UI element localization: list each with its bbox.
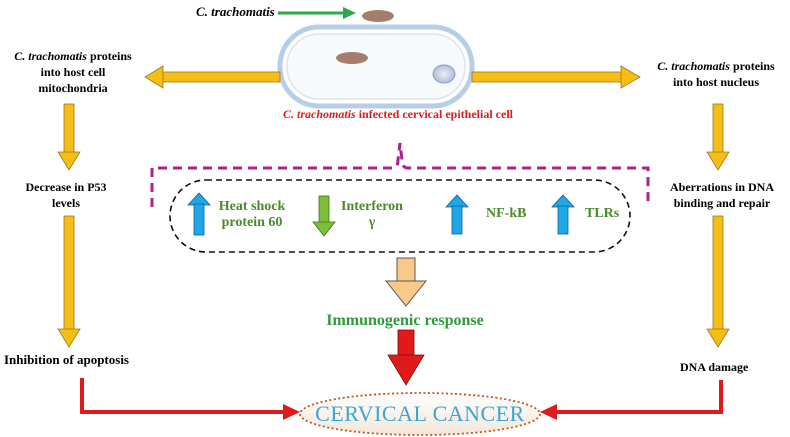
cervical-cancer-label: CERVICAL CANCER <box>315 401 525 426</box>
arrow-to-immunogenic-response <box>384 257 428 307</box>
nfkb-label: NF-kB <box>486 206 527 221</box>
arrow-immunogenic-to-cancer <box>387 329 425 386</box>
arrow-aberration-to-dna-damage <box>706 215 730 348</box>
arrow-to-nucleus <box>471 65 641 89</box>
arrow-dna-damage-to-cancer <box>540 380 723 420</box>
arrow-mito-to-p53 <box>57 103 81 171</box>
bacterium-inside <box>336 52 368 64</box>
interferon-label: Interferon γ <box>341 199 403 230</box>
immunogenic-response-label: Immunogenic response <box>326 312 484 329</box>
ct-entry-label: C. trachomatis <box>196 4 275 19</box>
infected-cell-label: C. trachomatis infected cervical epithel… <box>283 107 513 121</box>
up-arrow-icon-tlrs <box>551 194 575 235</box>
up-arrow-icon-hsp <box>187 192 211 236</box>
arrow-p53-to-apoptosis <box>57 215 81 348</box>
arrow-nucleus-to-aberration <box>706 103 730 171</box>
down-arrow-icon-ifn <box>312 195 336 237</box>
dna-aberration-label: Aberrations in DNA binding and repair <box>670 180 774 210</box>
mitochondria-label: C. trachomatis proteins into host cell m… <box>14 49 132 95</box>
arrow-to-mitochondria <box>144 65 281 89</box>
arrow-apoptosis-to-cancer <box>80 378 300 420</box>
infected-cell <box>277 24 475 109</box>
bacterium-outside <box>362 10 394 22</box>
entry-arrow <box>278 7 356 19</box>
dna-damage-label: DNA damage <box>680 360 749 374</box>
nucleus-label: C. trachomatis proteins into host nucleu… <box>657 59 775 89</box>
p53-label: Decrease in P53 levels <box>25 180 107 210</box>
cervical-cancer-oval <box>299 392 541 436</box>
tlrs-label: TLRs <box>585 206 620 221</box>
apoptosis-label: Inhibition of apoptosis <box>4 352 129 367</box>
up-arrow-icon-nfkb <box>445 194 469 235</box>
immune-factors-oval <box>169 179 631 253</box>
dashed-bracket <box>150 142 650 207</box>
cell-nucleus <box>432 64 456 84</box>
hsp60-label: Heat shock protein 60 <box>218 199 286 230</box>
